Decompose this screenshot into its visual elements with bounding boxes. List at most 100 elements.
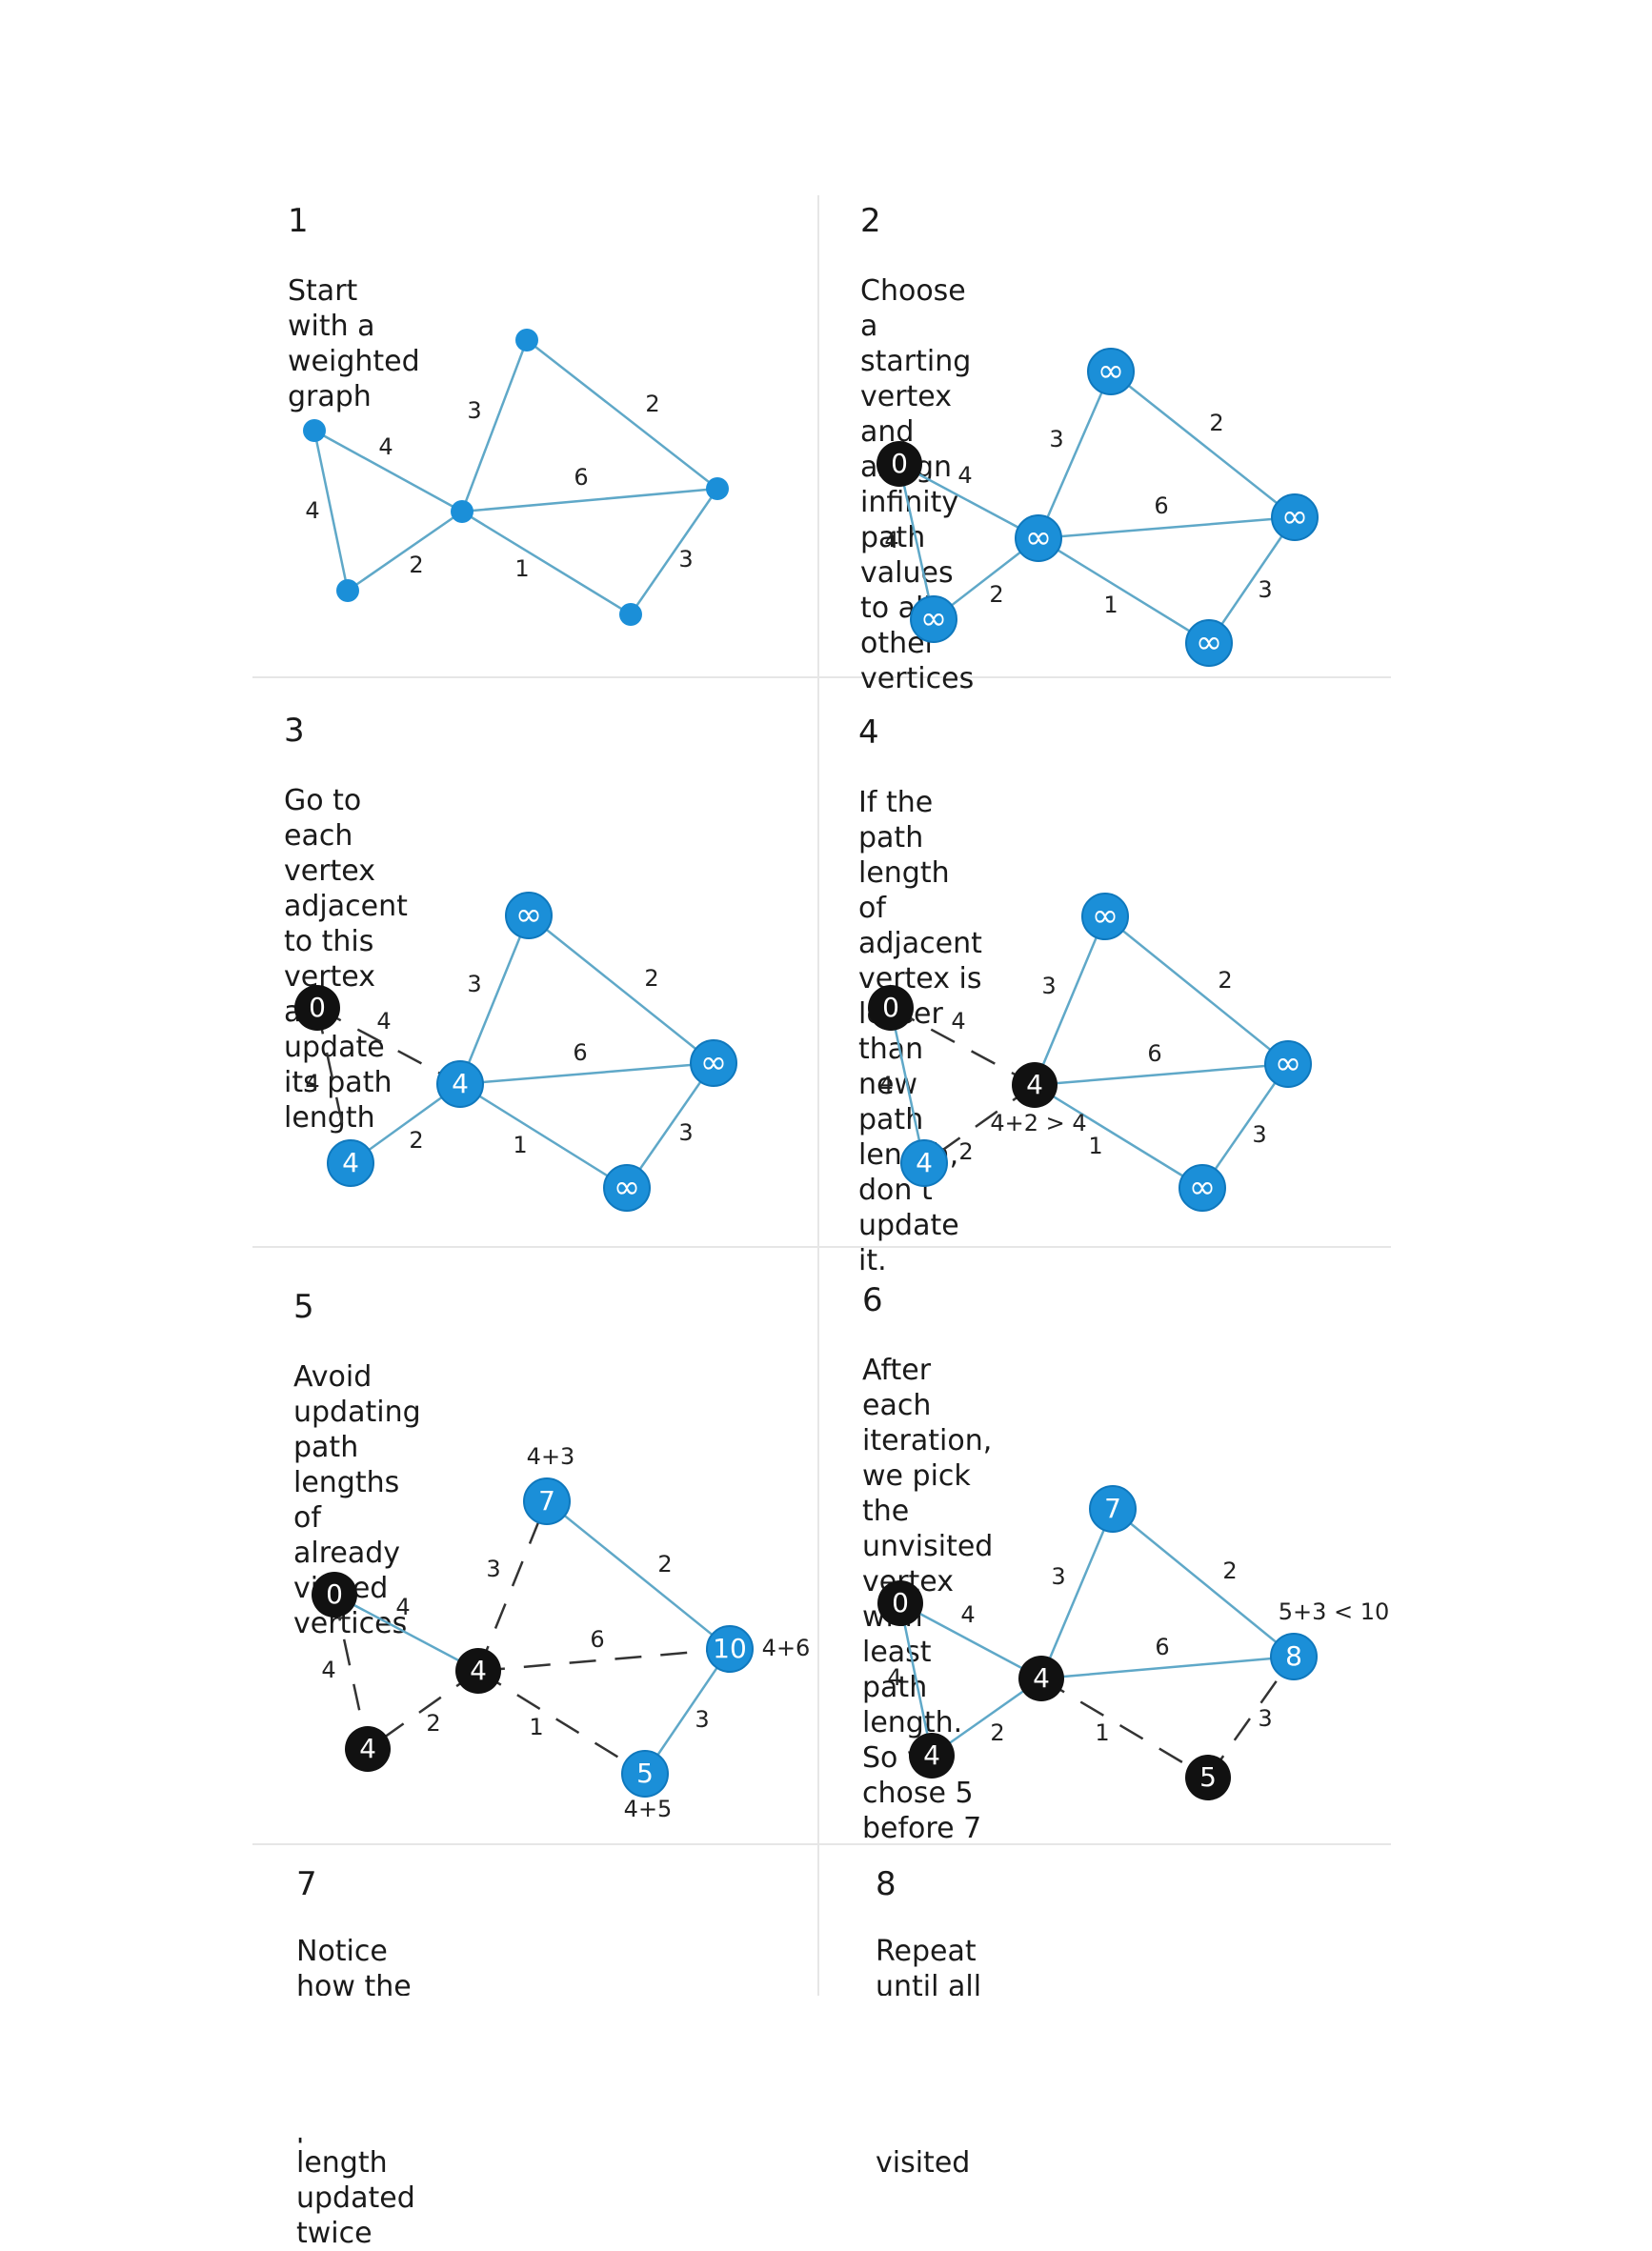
- edge-weight-label: 4: [957, 462, 972, 489]
- edge-weight-label: 4: [884, 527, 898, 553]
- row-divider-3: [252, 1843, 1391, 1845]
- vertex-label: ∞: [920, 600, 947, 638]
- graph-vertex: [603, 1164, 651, 1212]
- edge-weight-label: 4: [960, 1601, 975, 1628]
- step-number: 8: [876, 1865, 897, 1903]
- graph-edge: [1037, 371, 1113, 539]
- graph-edge: [1200, 1063, 1290, 1189]
- graph-vertex: [451, 500, 473, 523]
- step-description: Choose a starting vertex and assign infi…: [860, 274, 975, 695]
- vertex-label: 5: [636, 1758, 654, 1789]
- vertex-label: ∞: [1189, 1169, 1216, 1207]
- graph-edge: [476, 1500, 549, 1672]
- vertex-label: 0: [891, 448, 908, 479]
- vertex-label: ∞: [515, 896, 542, 935]
- vertex-label: ∞: [1025, 519, 1052, 557]
- graph-edge: [898, 1602, 934, 1757]
- row-divider-2: [252, 1246, 1391, 1248]
- edge-weight-label: 1: [514, 555, 529, 582]
- vertex-label: 7: [538, 1485, 555, 1517]
- graph-vertex: [877, 1580, 923, 1626]
- graph-edge: [625, 1062, 715, 1189]
- edge-weight-label: 1: [513, 1132, 527, 1158]
- edge-weight-label: 3: [1258, 1705, 1272, 1732]
- edge-weight-label: 2: [989, 581, 1003, 608]
- edge-weight-label: 4: [951, 1008, 965, 1035]
- edge-weight-label: 3: [1252, 1121, 1266, 1148]
- graph-edge: [643, 1648, 732, 1775]
- graph-edge: [459, 1061, 715, 1086]
- edge-weight-label: 2: [409, 1127, 423, 1154]
- vertex-label: 0: [882, 992, 899, 1023]
- graph-vertex: [909, 1733, 955, 1779]
- path-calc-annotation: 4+6: [762, 1635, 811, 1661]
- vertex-label: ∞: [700, 1044, 727, 1082]
- graph-edge: [1038, 536, 1210, 645]
- graph-vertex: [294, 985, 340, 1031]
- vertex-label: 4: [1033, 1662, 1050, 1694]
- edge-weight-label: 1: [529, 1714, 543, 1740]
- edge-weight-label: 4: [376, 1008, 391, 1035]
- graph-edge: [332, 1594, 370, 1750]
- vertex-label: 5: [1199, 1761, 1217, 1793]
- edge-weight-label: 4: [305, 1070, 319, 1096]
- edge-weight-label: 3: [486, 1556, 500, 1582]
- vertex-label: ∞: [1098, 352, 1124, 391]
- edge-weight-label: 1: [1088, 1133, 1102, 1159]
- edge-weight-label: 6: [1147, 1040, 1161, 1067]
- graph-vertex: [1185, 1755, 1231, 1800]
- edge-weight-label: 3: [1258, 576, 1272, 603]
- path-calc-annotation: 4+2 > 4: [990, 1110, 1086, 1136]
- graph-vertex: [621, 1750, 669, 1798]
- edge-weight-label: 4: [887, 1664, 901, 1691]
- vertex-label: 4: [342, 1147, 359, 1178]
- edge-weight-label: 6: [1155, 1634, 1169, 1660]
- graph-edge: [629, 488, 719, 615]
- graph-vertex: [910, 595, 957, 643]
- step-description: If the path length of adjacent vertex is…: [858, 786, 982, 1277]
- graph-edge: [459, 1082, 628, 1190]
- vertex-label: 4: [916, 1147, 933, 1178]
- edge-weight-label: 2: [1209, 410, 1223, 436]
- vertex-label: ∞: [1092, 897, 1118, 935]
- vertical-divider: [817, 195, 819, 1996]
- graph-vertex: [1271, 493, 1319, 541]
- graph-vertex: [1270, 1633, 1318, 1680]
- path-calc-annotation: 4+5: [624, 1796, 673, 1822]
- edge-weight-label: 2: [990, 1719, 1004, 1746]
- step-number: 2: [860, 202, 881, 240]
- edge-weight-label: 4: [378, 433, 393, 460]
- graph-vertex: [900, 1139, 948, 1187]
- vertex-label: 0: [892, 1587, 909, 1618]
- edge-weight-label: 4: [395, 1594, 410, 1620]
- graph-vertex: [619, 603, 642, 626]
- graph-edge: [1110, 371, 1296, 518]
- graph-edge: [1039, 1508, 1115, 1679]
- graph-vertex: [876, 441, 922, 487]
- graph-vertex: [327, 1139, 374, 1187]
- edge-weight-label: 4: [321, 1657, 335, 1683]
- edge-weight-label: 6: [590, 1626, 604, 1653]
- vertex-label: 4: [470, 1655, 487, 1686]
- graph-edge: [315, 1007, 353, 1164]
- graph-vertex: [312, 1572, 357, 1618]
- graph-vertex: [1185, 619, 1233, 667]
- edge-weight-label: 2: [1222, 1558, 1237, 1584]
- graph-vertex: [706, 477, 729, 500]
- vertex-label: 4: [923, 1739, 940, 1771]
- graph-vertex: [1087, 348, 1135, 395]
- step-number: 5: [293, 1288, 314, 1326]
- step-description: Start with a weighted graph: [288, 274, 420, 413]
- step-number: 3: [284, 712, 305, 750]
- vertex-label: 0: [309, 992, 326, 1023]
- page-bottom-blank: [0, 1996, 1652, 2138]
- graph-vertex: [1179, 1164, 1226, 1212]
- vertex-label: 0: [326, 1578, 343, 1610]
- step-description: Avoid updating path lengths of already v…: [293, 1360, 421, 1640]
- edge-weight-label: 1: [1095, 1719, 1109, 1746]
- path-calc-annotation: 5+3 < 10: [1279, 1598, 1390, 1625]
